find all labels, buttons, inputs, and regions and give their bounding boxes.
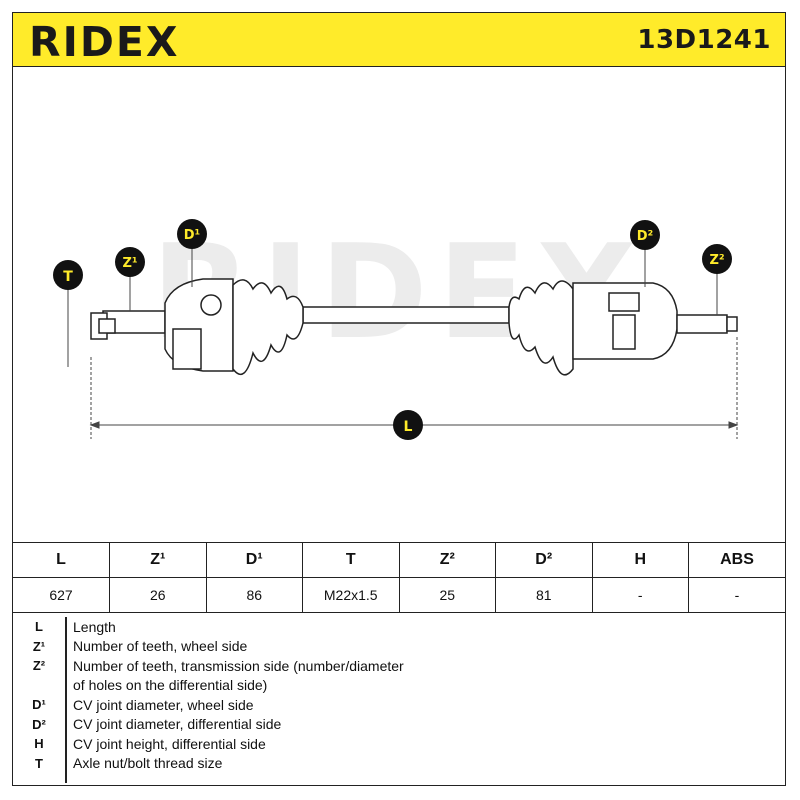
legend-text: CV joint height, differential side [73, 735, 266, 752]
value-T: M22x1.5 [302, 577, 400, 613]
svg-text:Z¹: Z¹ [122, 256, 137, 271]
col-Z2: Z² [398, 542, 496, 578]
value-ABS: - [688, 577, 785, 613]
legend-text: Number of teeth, transmission side (numb… [73, 657, 404, 674]
spec-table-value-row: 627 26 86 M22x1.5 25 81 - - [13, 577, 785, 613]
svg-text:T: T [63, 269, 73, 285]
legend-symbol: Z² [32, 658, 46, 674]
col-H: H [591, 542, 689, 578]
bubble-Z1: Z¹ [115, 247, 145, 277]
legend-text: CV joint diameter, differential side [73, 716, 282, 733]
label-bubbles: T Z¹ D¹ D² Z² [53, 219, 732, 440]
col-ABS: ABS [688, 542, 785, 578]
legend-symbol: T [35, 755, 43, 771]
legend-symbol: L [35, 619, 43, 635]
spec-table-header-row: L Z¹ D¹ T Z² D² H ABS [13, 542, 785, 578]
legend-row: of holes on the differential side) [13, 676, 785, 696]
bubble-T: T [53, 260, 83, 290]
svg-text:Z²: Z² [709, 253, 724, 268]
legend-symbol: H [34, 736, 44, 752]
spec-table: L Z¹ D¹ T Z² D² H ABS 627 26 86 M22x1.5 … [13, 542, 785, 613]
axle-nut-washer [98, 318, 116, 334]
transmission-stub [676, 314, 728, 334]
part-number: 13D1241 [637, 25, 771, 55]
outer-cv-flange [172, 328, 202, 370]
header-bar: RIDEX 13D1241 [13, 13, 785, 67]
legend-row: L Length [13, 617, 785, 637]
bubble-L: L [393, 410, 423, 440]
bubble-D1: D¹ [177, 219, 207, 249]
outer-boot [232, 279, 304, 375]
bubble-Z2: Z² [702, 244, 732, 274]
svg-text:L: L [404, 419, 413, 435]
legend-text: Axle nut/bolt thread size [73, 755, 223, 772]
legend-row: Z¹ Number of teeth, wheel side [13, 637, 785, 657]
legend-text: of holes on the differential side) [73, 677, 268, 694]
axle-shaft [302, 306, 510, 324]
bubble-D2: D² [630, 220, 660, 250]
legend-text: CV joint diameter, wheel side [73, 696, 254, 713]
tripod-spider [612, 314, 636, 350]
value-D1: 86 [205, 577, 303, 613]
value-L: 627 [13, 577, 110, 613]
legend-row: D² CV joint diameter, differential side [13, 715, 785, 735]
legend-row: D¹ CV joint diameter, wheel side [13, 695, 785, 715]
col-D1: D¹ [205, 542, 303, 578]
value-Z2: 25 [398, 577, 496, 613]
transmission-stub-end [726, 316, 738, 332]
legend-text: Number of teeth, wheel side [73, 638, 248, 655]
legend: L Length Z¹ Number of teeth, wheel side … [13, 617, 785, 783]
col-T: T [302, 542, 400, 578]
col-D2: D² [495, 542, 593, 578]
legend-row: T Axle nut/bolt thread size [13, 754, 785, 774]
spec-sheet: RIDEX 13D1241 RIDEX [12, 12, 786, 786]
legend-row: Z² Number of teeth, transmission side (n… [13, 656, 785, 676]
legend-divider [65, 617, 67, 783]
legend-symbol: D² [32, 716, 46, 732]
drive-shaft-svg: RIDEX [53, 216, 739, 440]
legend-text: Length [73, 618, 116, 635]
col-Z1: Z¹ [109, 542, 207, 578]
legend-symbol: Z¹ [32, 638, 46, 654]
legend-symbol: D¹ [32, 697, 46, 713]
brand-logo: RIDEX [29, 18, 180, 66]
svg-text:D²: D² [637, 229, 654, 244]
value-D2: 81 [495, 577, 593, 613]
svg-text:D¹: D¹ [184, 228, 201, 243]
outer-cv-ball [200, 294, 222, 316]
value-H: - [591, 577, 689, 613]
value-Z1: 26 [109, 577, 207, 613]
col-L: L [13, 542, 110, 578]
inner-boot [508, 280, 574, 376]
drive-shaft-drawing: RIDEX [13, 67, 785, 543]
legend-row: H CV joint height, differential side [13, 734, 785, 754]
tripod-roller-top [608, 292, 640, 312]
